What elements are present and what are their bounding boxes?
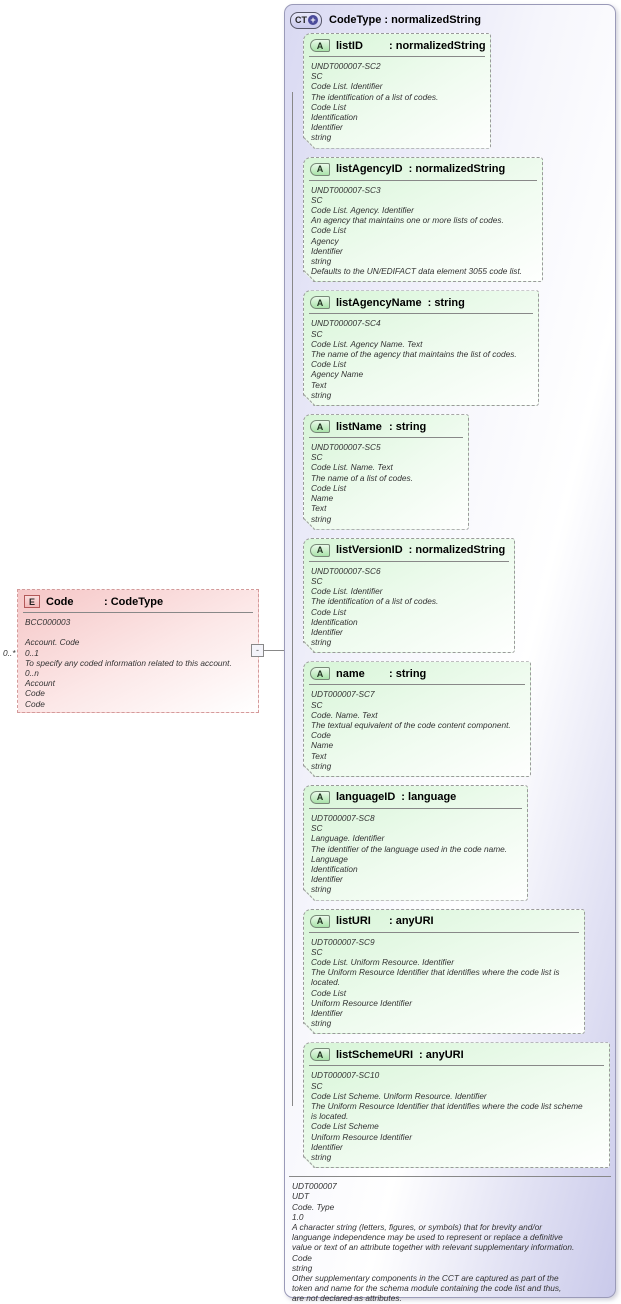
element-box-code[interactable]: E Code : CodeType BCC000003 Account. Cod… xyxy=(17,589,259,713)
attribute-name: listName xyxy=(336,420,382,433)
attribute-name: languageID xyxy=(336,791,396,804)
attribute-type: : anyURI xyxy=(389,915,434,928)
attribute-name: listAgencyName xyxy=(336,296,422,309)
attribute-icon: A xyxy=(310,915,330,928)
attribute-name: listSchemeURI xyxy=(336,1048,414,1061)
divider xyxy=(309,561,509,562)
complex-type-title: CodeType : normalizedString xyxy=(329,14,481,26)
element-icon: E xyxy=(24,595,40,608)
connector-line xyxy=(264,650,292,651)
attribute-name: listURI xyxy=(336,915,371,928)
divider xyxy=(309,932,579,933)
attribute-box-listagencyname[interactable]: A listAgencyName : string UNDT000007-SC4… xyxy=(303,290,539,406)
divider xyxy=(309,437,463,438)
attribute-icon: A xyxy=(310,39,330,52)
attribute-type: : string xyxy=(389,667,427,680)
attribute-icon: A xyxy=(310,667,330,680)
attribute-name: listID xyxy=(336,39,363,52)
divider xyxy=(289,1176,611,1178)
divider xyxy=(309,808,522,809)
attribute-type: : string xyxy=(389,420,427,433)
divider xyxy=(309,313,533,314)
attribute-box-listversionid[interactable]: A listVersionID : normalizedString UNDT0… xyxy=(303,538,515,654)
attribute-name: name xyxy=(336,667,365,680)
divider xyxy=(309,180,537,181)
attribute-type: : anyURI xyxy=(419,1048,464,1061)
attribute-type: : normalizedString xyxy=(408,544,506,557)
attribute-name: listVersionID xyxy=(336,544,403,557)
attribute-icon: A xyxy=(310,1048,330,1061)
attribute-icon: A xyxy=(310,420,330,433)
attribute-type: : string xyxy=(427,296,465,309)
attribute-icon: A xyxy=(310,296,330,309)
complex-type-box[interactable]: CT + CodeType : normalizedString A listI… xyxy=(284,4,616,1303)
attribute-icon: A xyxy=(310,791,330,804)
multiplicity-label: 0..* xyxy=(3,648,16,658)
tree-connector-line xyxy=(292,91,293,1107)
divider xyxy=(309,56,485,57)
attribute-icon: A xyxy=(310,544,330,557)
complex-type-icon: CT + xyxy=(290,11,322,29)
attribute-type: : normalizedString xyxy=(408,163,506,176)
attribute-icon: A xyxy=(310,163,330,176)
collapse-toggle-icon[interactable]: - xyxy=(251,644,264,657)
divider xyxy=(309,1065,604,1066)
divider xyxy=(23,612,253,613)
divider xyxy=(309,684,525,685)
attribute-name: listAgencyID xyxy=(336,163,403,176)
attribute-type: : normalizedString xyxy=(389,39,486,52)
attribute-box-listagencyid[interactable]: A listAgencyID : normalizedString UNDT00… xyxy=(303,157,543,283)
element-name: Code xyxy=(46,595,74,608)
expand-icon: + xyxy=(308,15,318,25)
complex-type-header[interactable]: CT + CodeType : normalizedString xyxy=(285,5,615,33)
attribute-type: : language xyxy=(401,791,457,804)
attribute-box-listid[interactable]: A listID : normalizedString UNDT000007-S… xyxy=(303,33,491,149)
element-type: : CodeType xyxy=(104,595,164,608)
